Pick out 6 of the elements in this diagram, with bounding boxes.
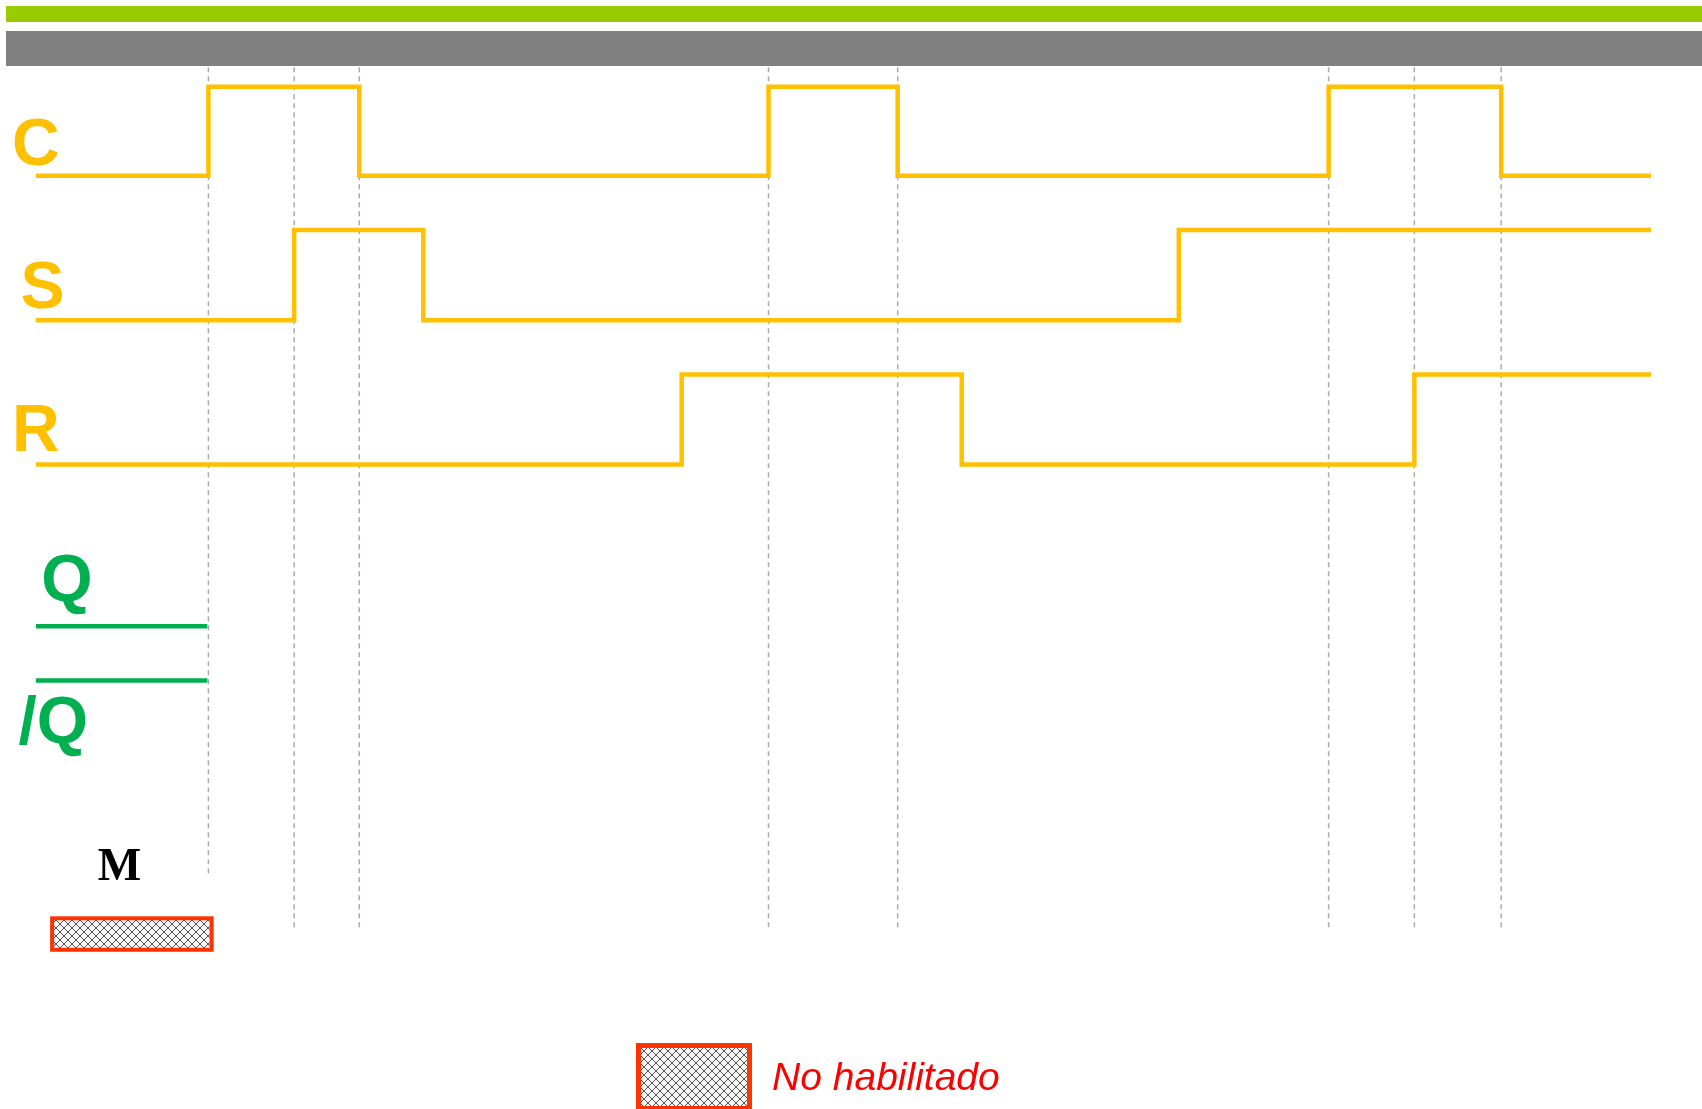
bar-label: M [97,842,142,889]
signal-label: R [11,395,60,462]
signal-label: S [20,251,65,318]
legend-label: No habilitado [772,1055,1000,1100]
hatched-bar [50,916,214,952]
signal-label: C [11,108,60,175]
